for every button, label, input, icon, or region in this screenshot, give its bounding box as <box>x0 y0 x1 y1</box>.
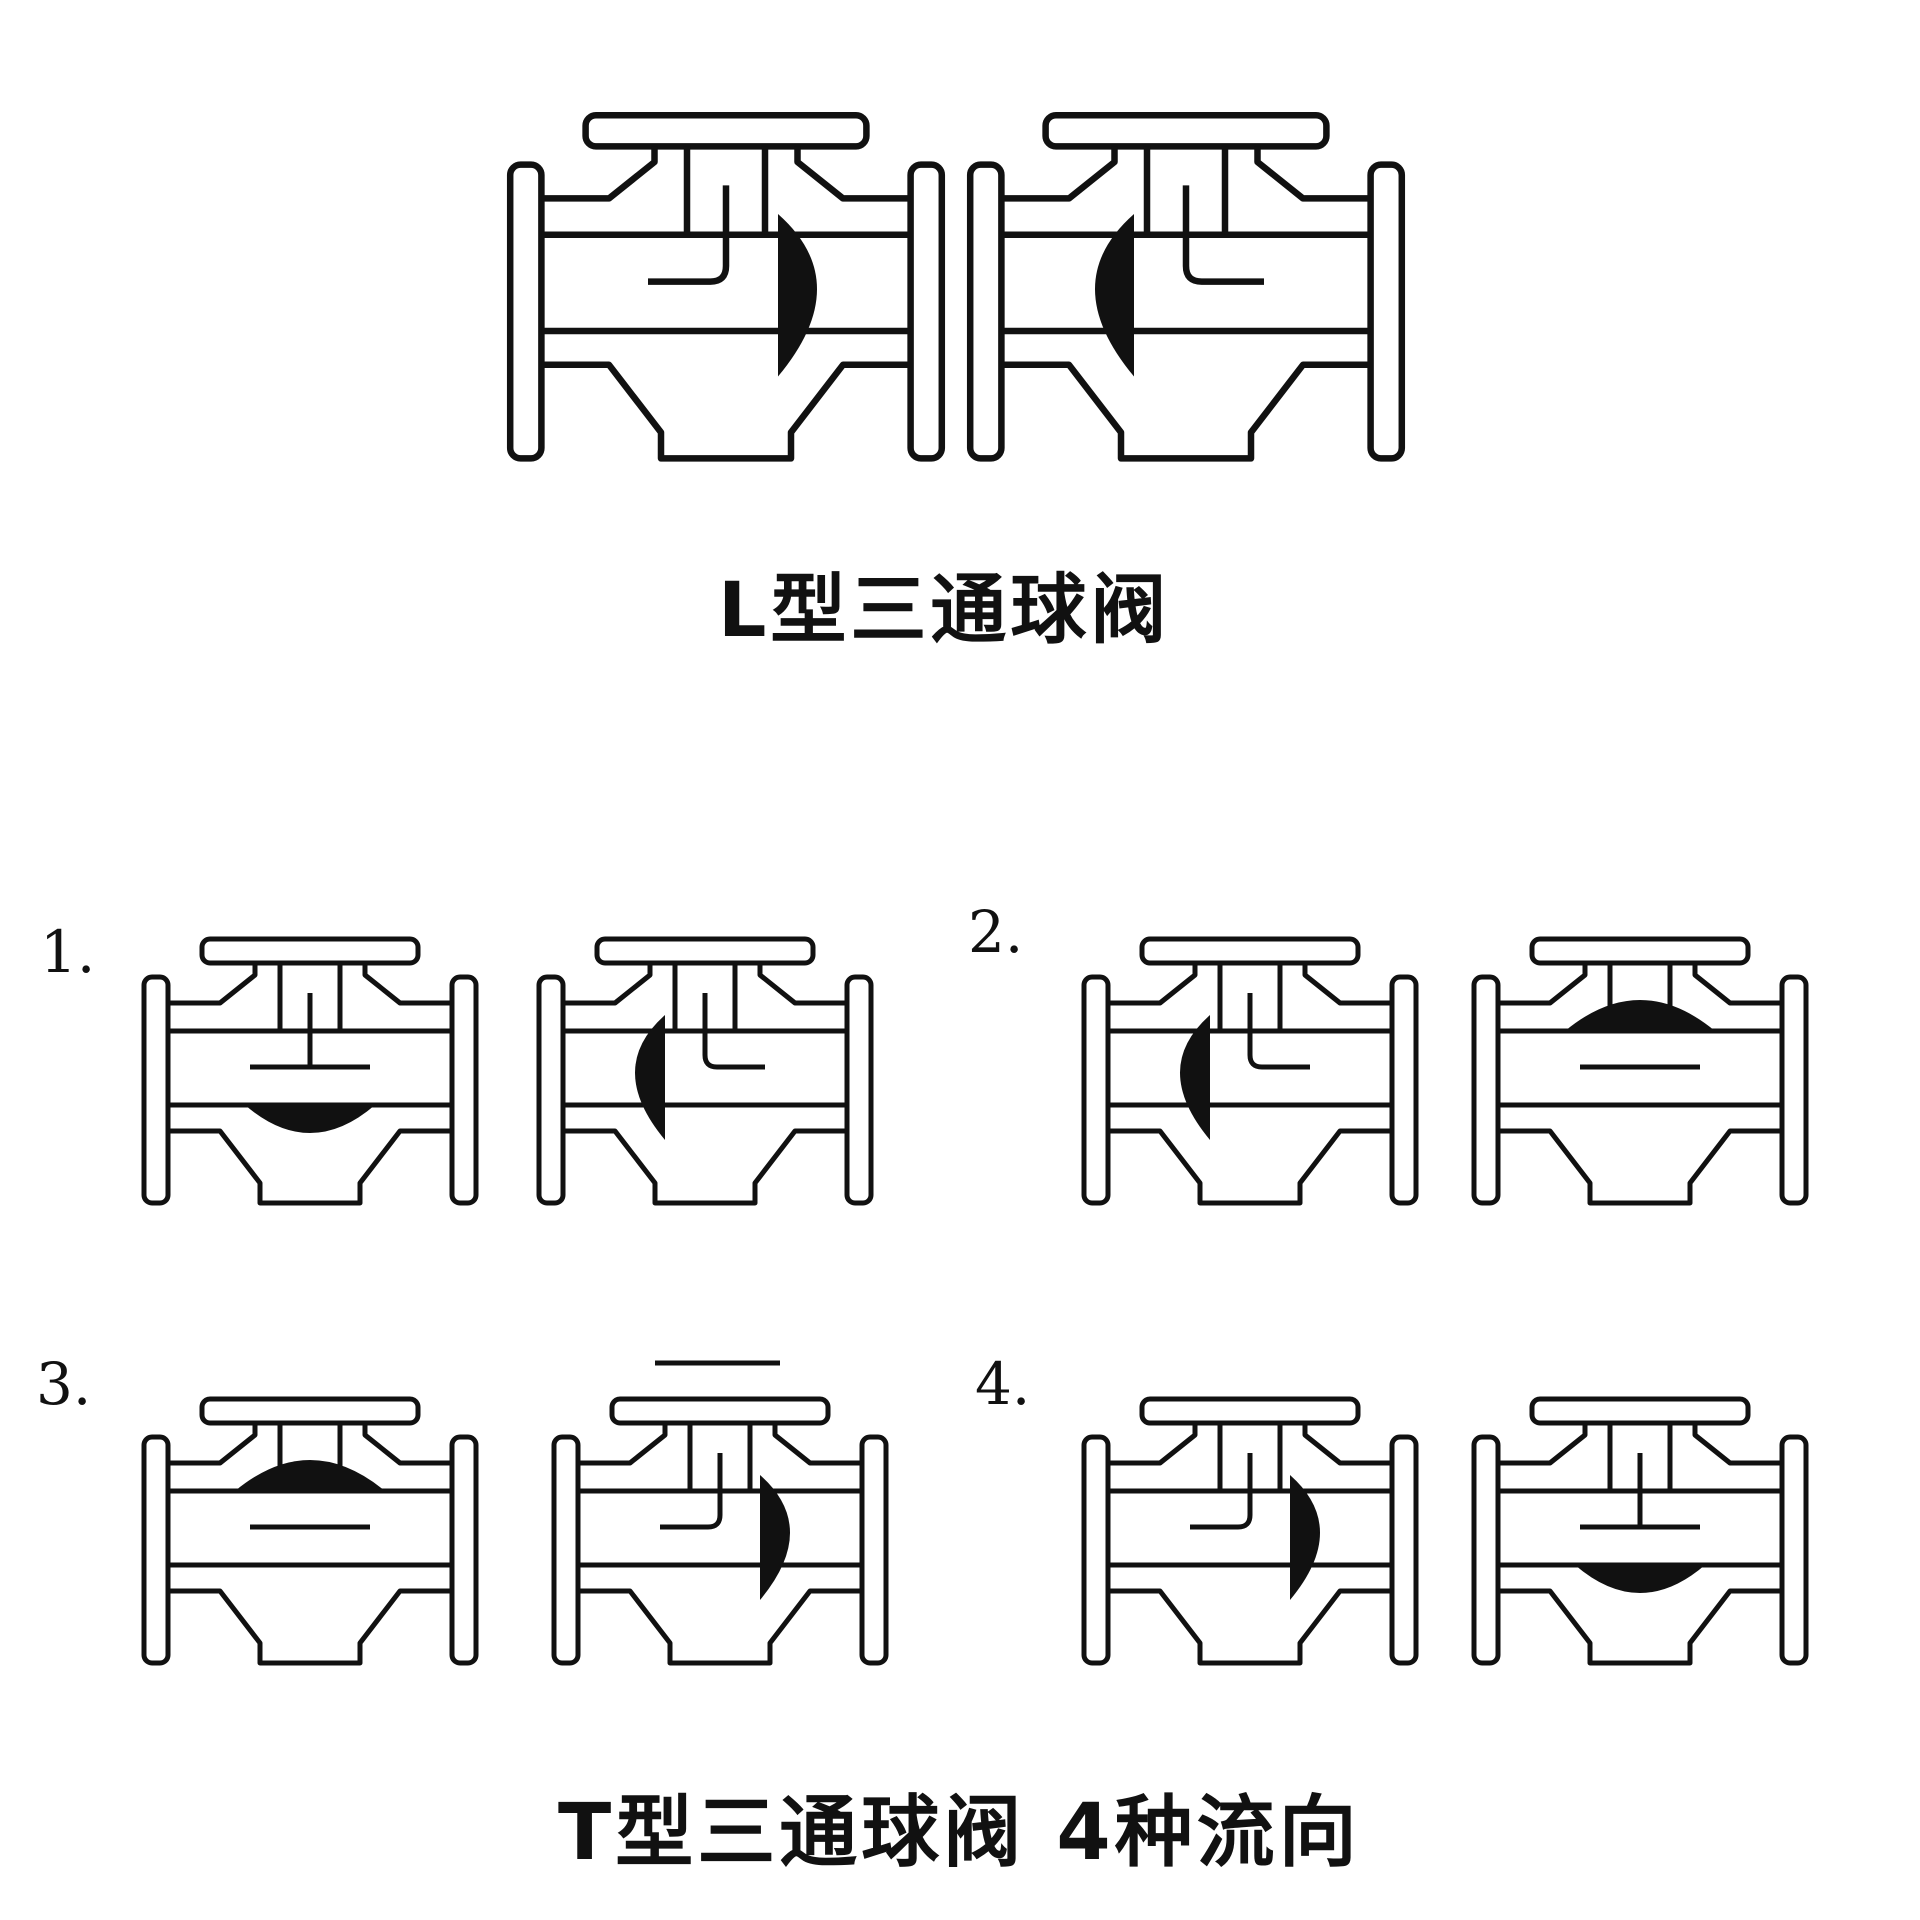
group-label-4: 4. <box>975 1350 1031 1418</box>
t-valve-1a <box>144 939 476 1203</box>
t-valve-3b <box>554 1399 886 1663</box>
t-valve-1b <box>539 939 871 1203</box>
t-valve-2a <box>1084 939 1416 1203</box>
l-valve-1 <box>510 115 942 458</box>
t-valve-4b <box>1474 1399 1806 1663</box>
l-type-caption: L型三通球阀 <box>718 565 1171 654</box>
t-type-caption: T型三通球阀 4种流向 <box>558 1788 1361 1878</box>
group-label-3: 3. <box>36 1350 92 1418</box>
group-label-2: 2. <box>968 898 1024 966</box>
l-valve-2 <box>970 115 1402 458</box>
t-valve-2b <box>1474 939 1806 1203</box>
t-valve-4a <box>1084 1399 1416 1663</box>
t-valve-3a <box>144 1399 476 1663</box>
group-label-1: 1. <box>40 918 96 986</box>
